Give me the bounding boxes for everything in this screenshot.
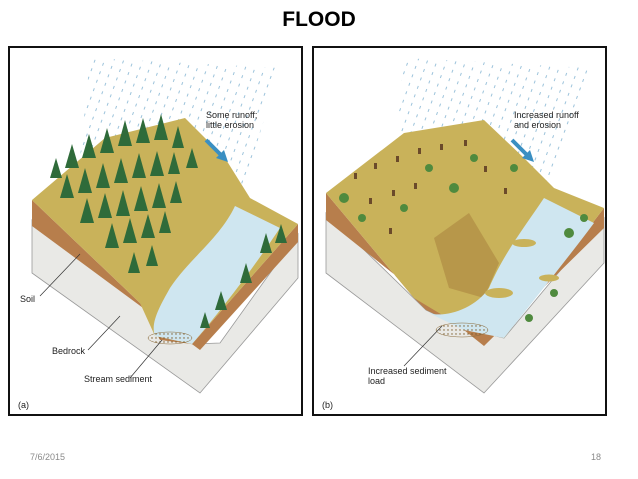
forest-trees bbox=[50, 114, 287, 328]
slide-number: 18 bbox=[591, 452, 602, 462]
sediment-load-pointer bbox=[403, 325, 443, 367]
bedrock-pointer bbox=[87, 315, 121, 351]
sediment-bar bbox=[539, 274, 559, 282]
scattered-vegetation bbox=[339, 154, 588, 322]
river-water bbox=[153, 206, 280, 344]
panel-a-illustration bbox=[31, 58, 299, 394]
slide-title: FLOOD bbox=[282, 8, 356, 31]
panel-b-tag: (b) bbox=[322, 400, 333, 410]
label-bedrock: Bedrock bbox=[52, 346, 86, 356]
panel-b-illustration bbox=[325, 58, 605, 394]
panel-b-deforested-watershed: Increased runoff and erosion Increased s… bbox=[312, 46, 607, 416]
runoff-arrow-head bbox=[216, 150, 228, 162]
soil-pointer bbox=[39, 253, 81, 297]
runoff-arrow-head bbox=[522, 150, 534, 162]
tree-stumps bbox=[354, 140, 507, 234]
stream-sediment bbox=[435, 322, 489, 338]
panel-a-tag: (a) bbox=[18, 400, 29, 410]
callout-line-1: Increased runoff bbox=[514, 110, 579, 120]
callout-line-2: little erosion bbox=[206, 120, 255, 130]
label-sediment-load-1: Increased sediment bbox=[368, 366, 447, 376]
callout-line-2: and erosion bbox=[514, 120, 562, 130]
sediment-bar bbox=[485, 288, 513, 298]
river-water bbox=[429, 198, 594, 338]
slide-date: 7/6/2015 bbox=[30, 452, 66, 462]
stream-sediment bbox=[147, 331, 193, 345]
callout-line-1: Some runoff; bbox=[206, 110, 258, 120]
sediment-bar bbox=[512, 239, 536, 247]
soil-layer bbox=[32, 200, 298, 350]
label-sediment-load-2: load bbox=[368, 376, 386, 386]
panel-a-forested-watershed: Some runoff; little erosion Soil Bedrock… bbox=[8, 46, 303, 416]
label-stream-sediment: Stream sediment bbox=[84, 374, 153, 384]
eroded-gully bbox=[434, 213, 499, 298]
sediment-pointer bbox=[129, 339, 163, 379]
label-soil: Soil bbox=[20, 294, 36, 304]
